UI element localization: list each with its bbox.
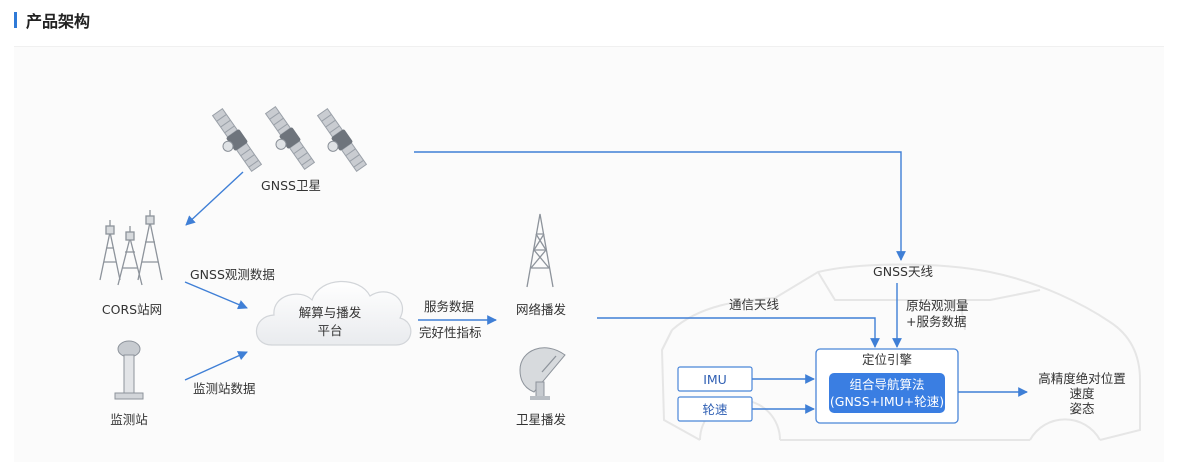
cors-tower-icon bbox=[99, 210, 163, 286]
gnss-antenna-label: GNSS天线 bbox=[873, 264, 933, 279]
section-title: 产品架构 bbox=[26, 12, 91, 31]
imu-label: IMU bbox=[703, 372, 727, 387]
fusion-algorithm-label-line2: (GNSS+IMU+轮速) bbox=[830, 394, 944, 409]
arrow-cors-to-cloud bbox=[184, 281, 248, 310]
positioning-engine-label: 定位引擎 bbox=[862, 352, 912, 367]
gnss-satellite-label: GNSS卫星 bbox=[261, 178, 321, 193]
wheel-speed-label: 轮速 bbox=[702, 402, 728, 417]
arrow-network-to-engine bbox=[597, 317, 880, 348]
network-broadcast-label: 网络播发 bbox=[516, 302, 567, 317]
monitor-station-label: 监测站 bbox=[110, 412, 148, 427]
raw-obs-label-line1: 原始观测量 bbox=[906, 298, 969, 313]
satellite-icon bbox=[264, 106, 316, 170]
section-accent-bar bbox=[14, 12, 17, 28]
gnss-obs-data-label: GNSS观测数据 bbox=[190, 267, 275, 282]
satellite-broadcast-label: 卫星播发 bbox=[516, 412, 567, 427]
output-label-line2: 速度 bbox=[1069, 386, 1095, 401]
cors-network-label: CORS站网 bbox=[102, 302, 162, 317]
broadcast-tower-icon bbox=[526, 213, 554, 288]
satellite-dish-icon bbox=[519, 347, 566, 400]
fusion-algorithm-box bbox=[829, 373, 945, 413]
cloud-label-line1: 解算与播发 bbox=[299, 305, 362, 320]
comm-antenna-label: 通信天线 bbox=[729, 297, 780, 312]
service-data-label: 服务数据 bbox=[424, 299, 474, 314]
monitor-data-label: 监测站数据 bbox=[193, 381, 256, 396]
arrow-monitor-to-cloud bbox=[184, 351, 248, 381]
integrity-index-label: 完好性指标 bbox=[419, 325, 482, 340]
output-label-line3: 姿态 bbox=[1069, 401, 1094, 416]
cloud-platform-icon bbox=[255, 280, 412, 346]
arrow-satellite-to-cors bbox=[185, 171, 244, 226]
raw-obs-label-line2: +服务数据 bbox=[906, 314, 966, 329]
arrow-satellite-to-gnss-antenna bbox=[414, 151, 906, 261]
section-header: 产品架构 bbox=[14, 10, 91, 31]
fusion-algorithm-label-line1: 组合导航算法 bbox=[849, 377, 924, 392]
cloud-label-line2: 平台 bbox=[317, 323, 342, 338]
output-label-line1: 高精度绝对位置 bbox=[1038, 371, 1126, 386]
satellite-icon bbox=[211, 108, 263, 172]
car-outline-illustration bbox=[660, 263, 1141, 441]
satellite-icon bbox=[316, 108, 368, 172]
monitor-station-icon bbox=[114, 340, 144, 400]
